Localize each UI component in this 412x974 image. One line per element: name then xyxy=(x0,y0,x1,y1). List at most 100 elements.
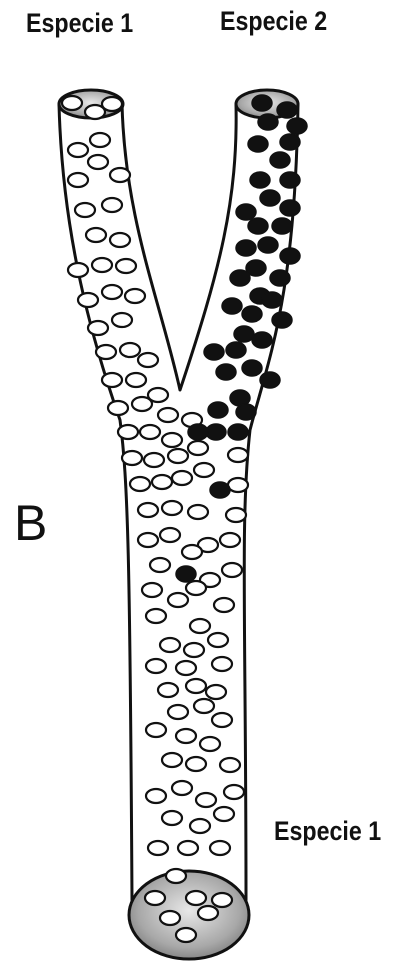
species-2-particle xyxy=(287,118,307,134)
species-1-particle xyxy=(212,893,232,907)
species-1-particle xyxy=(152,475,172,489)
species-2-particle xyxy=(204,344,224,360)
species-1-particle xyxy=(160,911,180,925)
species-2-particle xyxy=(236,240,256,256)
species-1-particle xyxy=(96,345,116,359)
species-1-particle xyxy=(210,841,230,855)
species-1-particle xyxy=(68,263,88,277)
species-1-particle xyxy=(146,609,166,623)
species-1-particle xyxy=(140,425,160,439)
species-1-particle xyxy=(160,528,180,542)
species-1-particle xyxy=(220,758,240,772)
bottom-end-cap xyxy=(129,871,249,959)
species-2-particle xyxy=(260,372,280,388)
species-1-particle xyxy=(172,471,192,485)
species-1-particle xyxy=(148,841,168,855)
species-1-particle xyxy=(110,168,130,182)
species-1-particle xyxy=(208,633,228,647)
species-1-particle xyxy=(214,807,234,821)
species-2-particle xyxy=(258,237,278,253)
species-2-particle xyxy=(280,134,300,150)
species-1-particle xyxy=(108,401,128,415)
species-1-particle xyxy=(145,891,165,905)
species-1-particle xyxy=(190,619,210,633)
species-2-particle xyxy=(272,218,292,234)
species-1-particle xyxy=(168,705,188,719)
species-1-particle xyxy=(222,563,242,577)
species-1-particle xyxy=(162,433,182,447)
species-2-particle xyxy=(242,306,262,322)
species-2-particle xyxy=(222,298,242,314)
species-1-particle xyxy=(184,643,204,657)
species-1-particle xyxy=(178,841,198,855)
species-1-particle xyxy=(172,781,192,795)
species-1-particle xyxy=(68,173,88,187)
species-1-particle xyxy=(162,753,182,767)
species-1-particle xyxy=(188,505,208,519)
species-1-particle xyxy=(190,819,210,833)
species-1-particle xyxy=(182,545,202,559)
species-1-particle xyxy=(102,198,122,212)
species-1-particle xyxy=(122,451,142,465)
species-2-particle xyxy=(236,404,256,420)
species-1-particle xyxy=(166,869,186,883)
species-1-particle xyxy=(224,785,244,799)
species-2-particle xyxy=(210,482,230,498)
species-1-particle xyxy=(168,449,188,463)
species-2-particle xyxy=(206,424,226,440)
species-1-particle xyxy=(92,258,112,272)
species-1-particle xyxy=(160,638,180,652)
species-1-particle xyxy=(146,789,166,803)
species-1-particle xyxy=(176,661,196,675)
species-1-particle xyxy=(228,448,248,462)
species-2-particle xyxy=(236,204,256,220)
species-2-particle xyxy=(280,172,300,188)
species-1-particle xyxy=(68,143,88,157)
species-1-particle xyxy=(220,533,240,547)
species-1-particle xyxy=(186,679,206,693)
species-2-particle xyxy=(252,95,272,111)
species-1-particle xyxy=(102,285,122,299)
species-2-particle xyxy=(277,102,297,118)
species-1-particle xyxy=(176,928,196,942)
species-1-particle xyxy=(212,657,232,671)
species-2-particle xyxy=(280,248,300,264)
species-1-particle xyxy=(78,293,98,307)
species-2-particle xyxy=(260,190,280,206)
species-1-particle xyxy=(112,313,132,327)
species-1-particle xyxy=(194,699,214,713)
species-2-particle xyxy=(230,270,250,286)
species-1-particle xyxy=(132,397,152,411)
species-2-particle xyxy=(188,424,208,440)
species-2-particle xyxy=(272,312,292,328)
species-1-particle xyxy=(162,811,182,825)
species-1-particle xyxy=(186,757,206,771)
species-1-particle xyxy=(138,503,158,517)
species-1-particle xyxy=(214,598,234,612)
species-1-particle xyxy=(200,737,220,751)
species-1-particle xyxy=(212,713,232,727)
species-2-particle xyxy=(248,136,268,152)
species-2-particle xyxy=(270,270,290,286)
species-2-particle xyxy=(234,326,254,342)
species-1-particle xyxy=(90,133,110,147)
species-2-particle xyxy=(258,114,278,130)
species-2-particle xyxy=(226,342,246,358)
species-1-particle xyxy=(86,228,106,242)
species-1-particle xyxy=(144,453,164,467)
species-1-particle xyxy=(146,659,166,673)
species-1-particle xyxy=(102,373,122,387)
species-1-particle xyxy=(226,508,246,522)
species-1-particle xyxy=(196,793,216,807)
species-1-particle xyxy=(75,203,95,217)
species-1-particle xyxy=(146,723,166,737)
species-1-particle xyxy=(150,558,170,572)
species-1-particle xyxy=(228,478,248,492)
species-2-particle xyxy=(228,424,248,440)
species-1-particle xyxy=(110,233,130,247)
species-2-particle xyxy=(208,402,228,418)
species-2-particle xyxy=(270,152,290,168)
species-1-particle xyxy=(102,97,122,111)
species-2-particle xyxy=(262,292,282,308)
